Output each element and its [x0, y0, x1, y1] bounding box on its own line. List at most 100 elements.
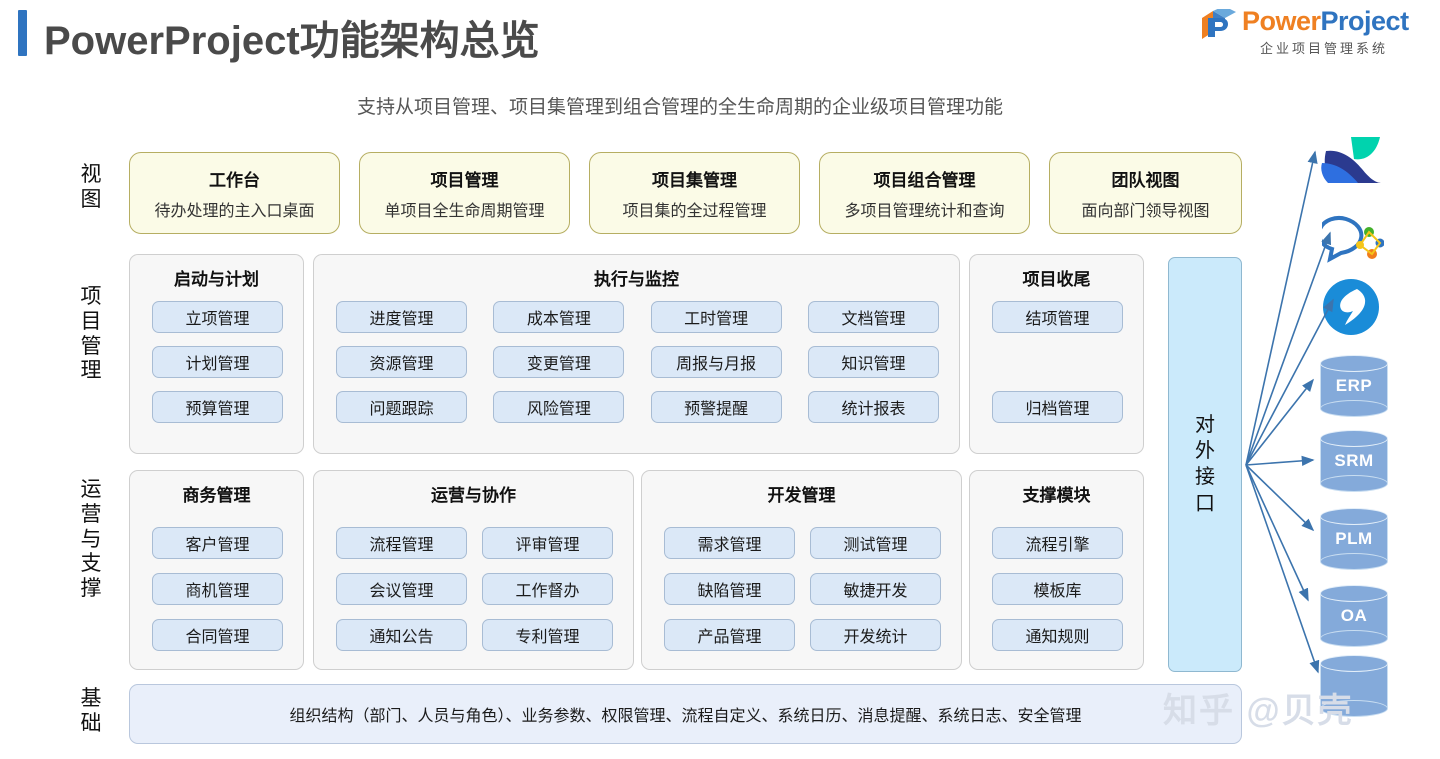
project-group-2: 执行与监控进度管理资源管理问题跟踪 成本管理变更管理风险管理 工时管理周报与月报预警… — [313, 254, 960, 454]
module-pill[interactable]: 会议管理 — [336, 573, 467, 605]
arrow-to-erp — [1245, 378, 1314, 466]
module-pill[interactable]: 周报与月报 — [650, 346, 782, 378]
srm-database: SRM — [1320, 430, 1388, 492]
feishu-icon — [1318, 135, 1384, 192]
module-pill[interactable]: 专利管理 — [482, 619, 613, 651]
view-card-4[interactable]: 项目组合管理多项目管理统计和查询 — [819, 152, 1030, 234]
external-interface-label-char: 外 — [1195, 440, 1215, 463]
module-pill[interactable]: 测试管理 — [810, 527, 941, 559]
external-interface-label: 对外接口 — [1169, 412, 1241, 518]
ops-group-4: 支撑模块流程引擎模板库通知规则 — [969, 470, 1144, 670]
module-pill[interactable]: 流程管理 — [336, 527, 467, 559]
module-pill[interactable]: 开发统计 — [810, 619, 941, 651]
oa-database: OA — [1320, 585, 1388, 647]
module-pill[interactable]: 通知规则 — [992, 619, 1123, 651]
header: PowerProject功能架构总览 PowerProject 企业项目管理系统 — [0, 0, 1440, 70]
arrow-to-oa — [1245, 464, 1309, 602]
row-label-operations-char: 撑 — [80, 577, 102, 601]
view-card-title: 项目组合管理 — [873, 170, 976, 190]
module-pill[interactable]: 产品管理 — [664, 619, 795, 651]
view-card-desc: 待办处理的主入口桌面 — [154, 202, 315, 220]
foundation-bar[interactable]: 组织结构（部门、人员与角色）、业务参数、权限管理、流程自定义、系统日历、消息提醒… — [129, 684, 1242, 744]
module-pill[interactable]: 预算管理 — [152, 391, 283, 423]
row-label-project: 项目管理 — [68, 285, 114, 384]
module-pill[interactable]: 成本管理 — [493, 301, 625, 333]
arrow-to-srm — [1245, 455, 1315, 466]
erp-database: ERP — [1320, 355, 1388, 417]
module-pill[interactable]: 进度管理 — [336, 301, 467, 333]
view-card-desc: 单项目全生命周期管理 — [384, 202, 545, 220]
module-pill[interactable]: 客户管理 — [152, 527, 283, 559]
view-card-3[interactable]: 项目集管理项目集的全过程管理 — [589, 152, 800, 234]
view-card-1[interactable]: 工作台待办处理的主入口桌面 — [129, 152, 340, 234]
brand-word-power: Power — [1242, 6, 1321, 36]
view-card-desc: 项目集的全过程管理 — [622, 202, 767, 220]
module-pill[interactable]: 工作督办 — [482, 573, 613, 605]
row-label-project-char: 目 — [80, 309, 102, 333]
arrow-to-feishu — [1245, 150, 1318, 466]
module-pill[interactable]: 结项管理 — [992, 301, 1123, 333]
module-pill[interactable]: 模板库 — [992, 573, 1123, 605]
integration-label: OA — [1340, 606, 1368, 625]
module-pill[interactable]: 变更管理 — [493, 346, 625, 378]
module-pill[interactable]: 工时管理 — [650, 301, 782, 333]
brand-wordmark: PowerProject — [1242, 6, 1409, 37]
module-pill[interactable]: 敏捷开发 — [810, 573, 941, 605]
module-pill[interactable]: 计划管理 — [152, 346, 283, 378]
cylinder-bottom — [1320, 475, 1388, 492]
cylinder-bottom — [1320, 700, 1388, 717]
view-card-5[interactable]: 团队视图面向部门领导视图 — [1049, 152, 1242, 234]
row-label-view-char: 图 — [80, 187, 102, 211]
project-group-title: 执行与监控 — [594, 270, 679, 289]
module-pill[interactable]: 知识管理 — [808, 346, 939, 378]
module-pill[interactable]: 评审管理 — [482, 527, 613, 559]
dingtalk-icon — [1322, 278, 1380, 341]
watermark: 知乎 @贝壳 — [1163, 692, 1354, 730]
module-pill[interactable]: 需求管理 — [664, 527, 795, 559]
view-card-desc: 面向部门领导视图 — [1081, 202, 1210, 220]
view-card-title: 工作台 — [209, 170, 260, 190]
page-title: PowerProject功能架构总览 — [44, 19, 540, 63]
row-label-project-char: 项 — [80, 285, 102, 308]
row-label-project-char: 理 — [80, 359, 102, 383]
row-label-operations-char: 运 — [80, 478, 102, 501]
external-interface-label-char: 接 — [1195, 466, 1215, 489]
cylinder-bottom — [1320, 553, 1388, 570]
arrow-to-plm — [1245, 464, 1315, 532]
module-pill[interactable]: 风险管理 — [493, 391, 625, 423]
title-accent-bar — [18, 10, 27, 56]
module-pill[interactable]: 归档管理 — [992, 391, 1123, 423]
project-group-title: 项目收尾 — [1022, 270, 1091, 289]
ops-group-title: 商务管理 — [182, 486, 251, 505]
module-pill[interactable]: 立项管理 — [152, 301, 283, 333]
brand-logo: PowerProject 企业项目管理系统 — [1182, 6, 1432, 58]
module-pill[interactable]: 问题跟踪 — [336, 391, 467, 423]
project-group-3: 项目收尾结项管理归档管理 — [969, 254, 1144, 454]
module-pill[interactable]: 合同管理 — [152, 619, 283, 651]
module-pill[interactable]: 通知公告 — [336, 619, 467, 651]
other-database — [1320, 655, 1388, 717]
module-pill[interactable]: 文档管理 — [808, 301, 939, 333]
arrow-to-other — [1245, 464, 1320, 674]
view-card-title: 项目管理 — [430, 170, 499, 190]
external-interface-bar[interactable]: 对外接口 — [1168, 257, 1242, 672]
module-pill[interactable]: 预警提醒 — [650, 391, 782, 423]
cylinder-top — [1320, 508, 1388, 525]
ops-group-2: 运营与协作流程管理会议管理通知公告 评审管理工作督办专利管理 — [313, 470, 634, 670]
cylinder-top — [1320, 655, 1388, 672]
row-label-operations-char: 与 — [80, 527, 102, 551]
view-card-2[interactable]: 项目管理单项目全生命周期管理 — [359, 152, 570, 234]
external-interface-label-char: 口 — [1195, 492, 1215, 515]
module-pill[interactable]: 流程引擎 — [992, 527, 1123, 559]
ops-group-3: 开发管理需求管理缺陷管理产品管理测试管理敏捷开发开发统计 — [641, 470, 962, 670]
project-group-title: 启动与计划 — [174, 270, 259, 289]
module-pill[interactable]: 资源管理 — [336, 346, 467, 378]
integration-label: ERP — [1335, 376, 1373, 395]
module-pill[interactable]: 统计报表 — [808, 391, 939, 423]
cylinder-top — [1320, 585, 1388, 602]
module-pill[interactable]: 商机管理 — [152, 573, 283, 605]
ops-group-title: 运营与协作 — [431, 486, 516, 505]
module-pill[interactable]: 缺陷管理 — [664, 573, 795, 605]
external-interface-label-char: 对 — [1195, 413, 1215, 436]
cylinder-bottom — [1320, 630, 1388, 647]
